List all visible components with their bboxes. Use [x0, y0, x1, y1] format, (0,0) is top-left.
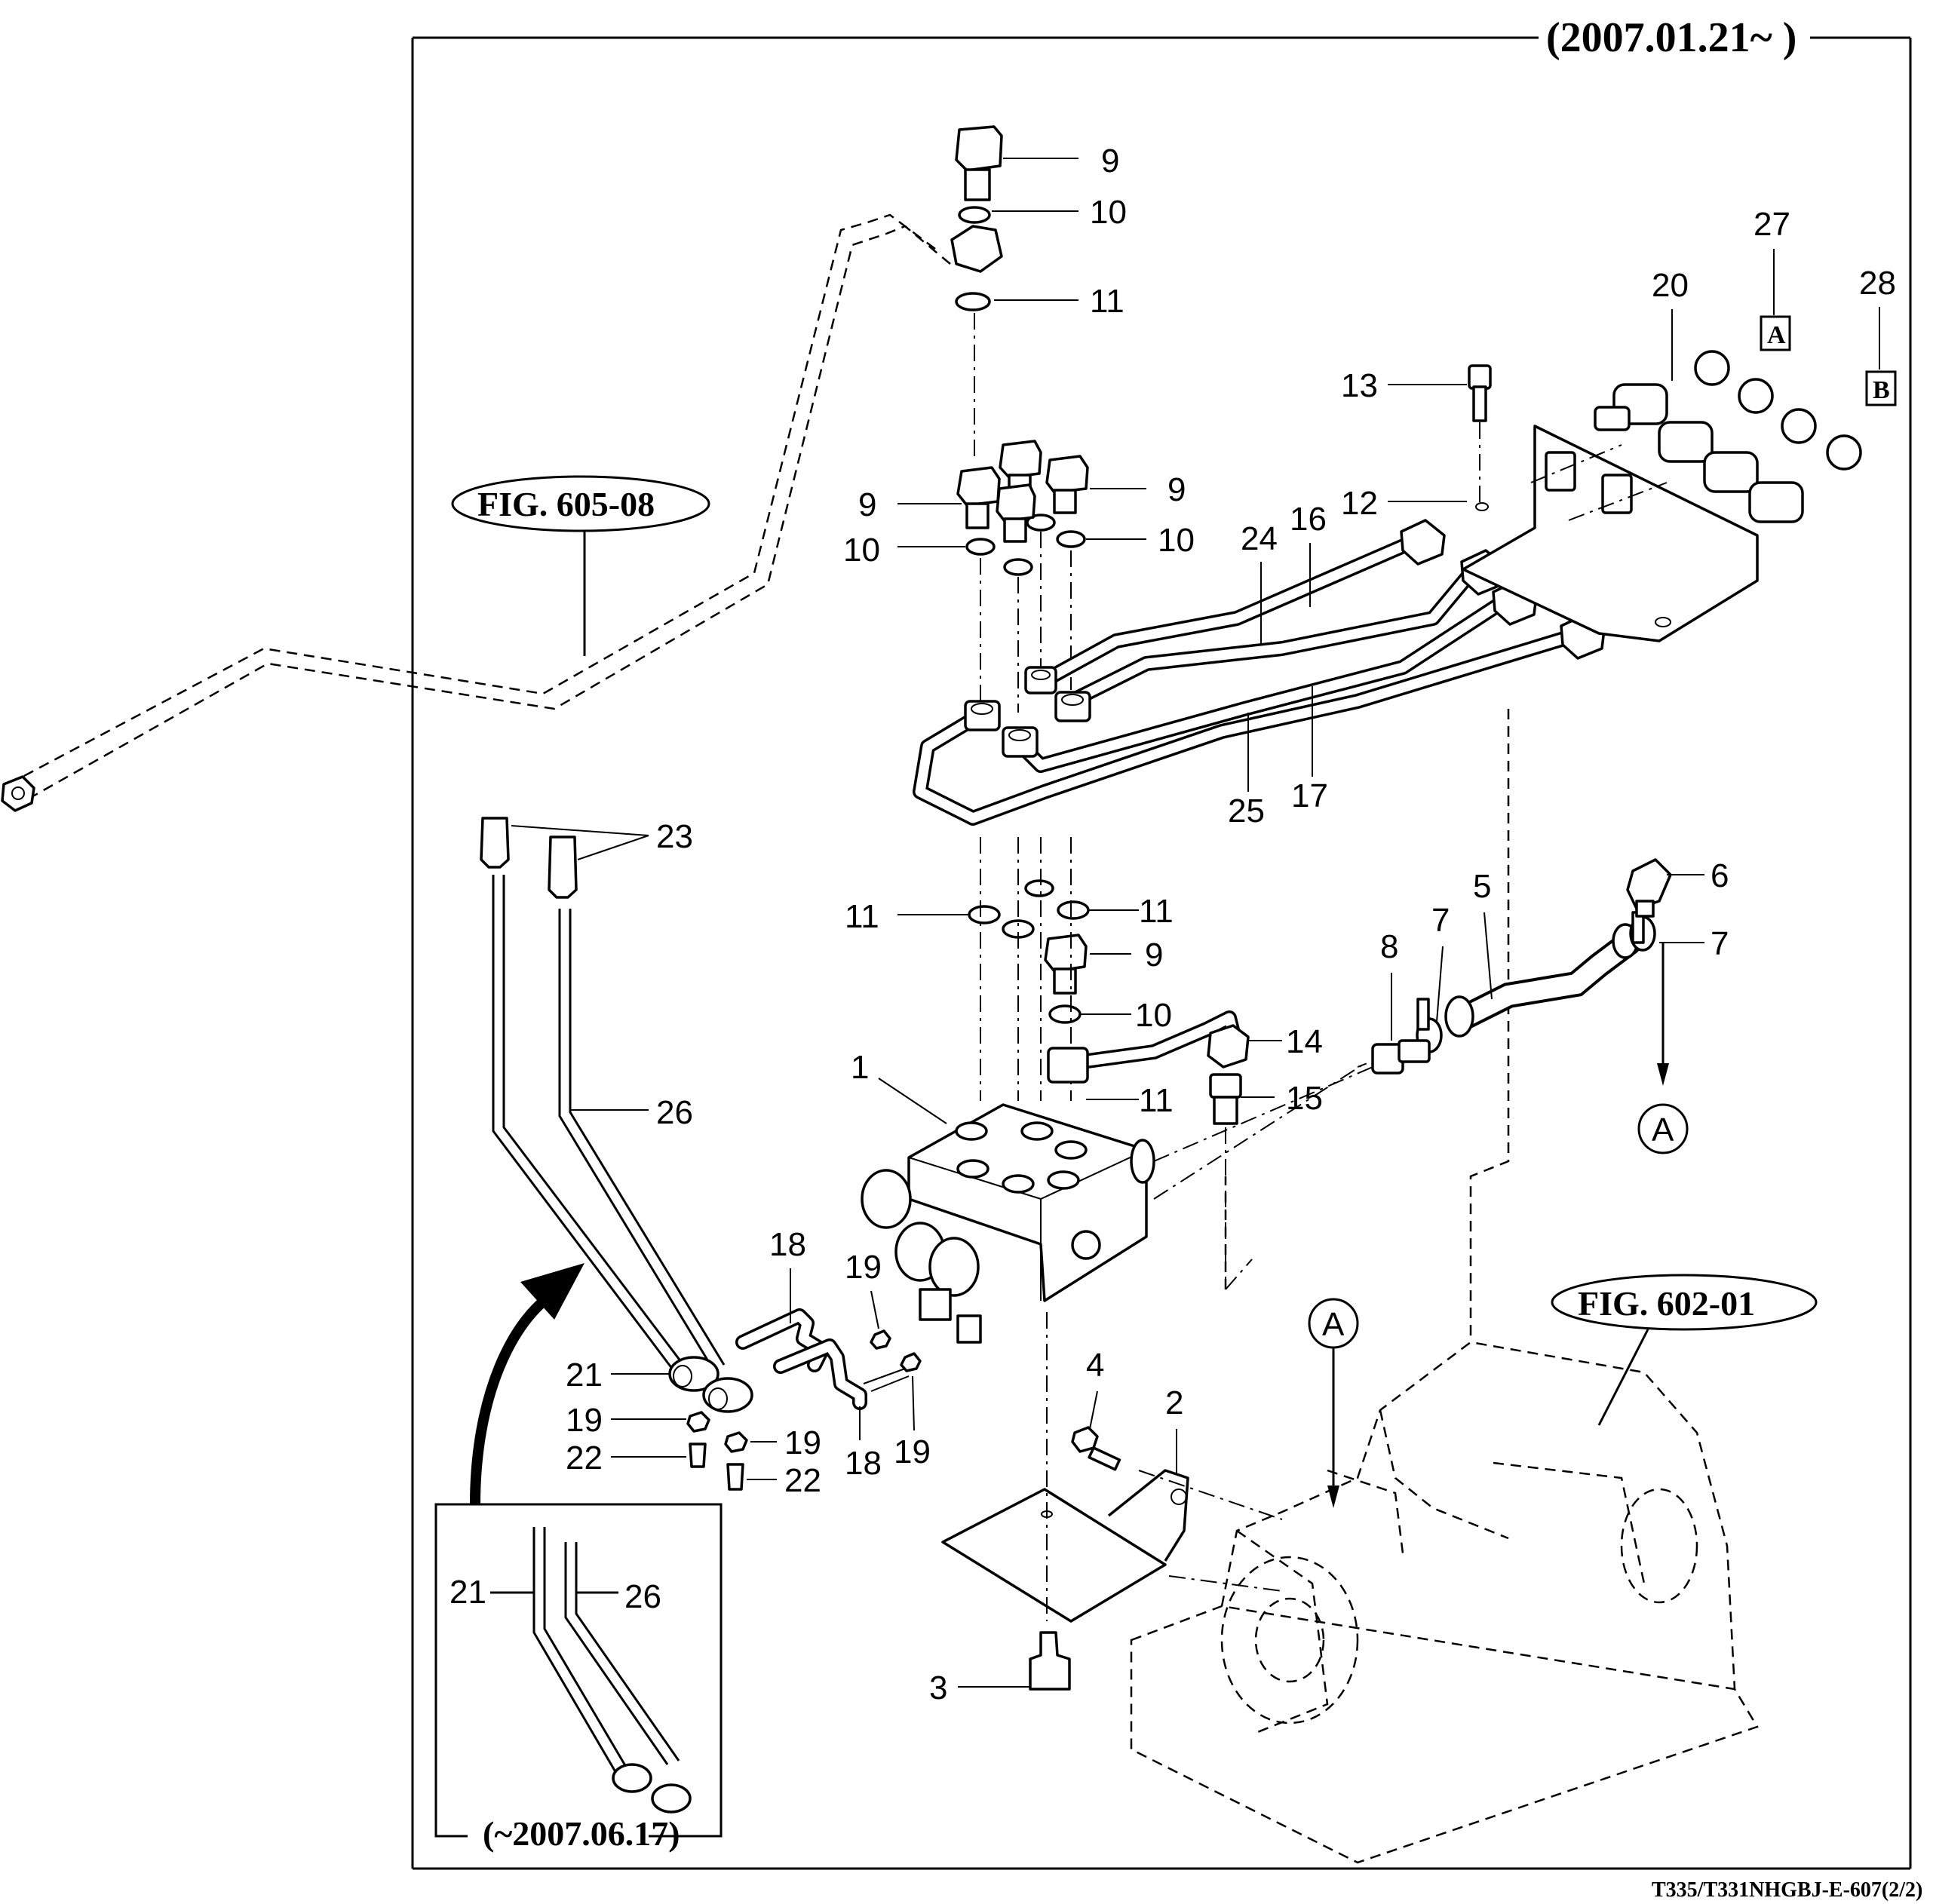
pipe-bundle	[913, 519, 1606, 826]
callout-6: 6	[1711, 857, 1729, 894]
callout-19a: 19	[845, 1249, 882, 1286]
callout-2: 2	[1165, 1384, 1183, 1421]
svg-text:B: B	[1873, 376, 1890, 404]
callout-12: 12	[1341, 485, 1378, 522]
callout-10c: 10	[1158, 522, 1195, 559]
connection-point-a-lower: A	[1308, 1298, 1359, 1508]
adapter-8	[1371, 1039, 1431, 1075]
svg-text:(~2007.06.17): (~2007.06.17)	[483, 1814, 680, 1853]
mounting-bracket	[941, 1312, 1283, 1691]
svg-text:21: 21	[449, 1574, 486, 1611]
fitting-15	[1209, 1073, 1242, 1125]
callout-9b: 9	[858, 486, 876, 523]
callout-25: 25	[1228, 793, 1265, 829]
callout-8: 8	[1380, 928, 1398, 965]
external-pipe-outline	[1, 213, 951, 812]
callout-24: 24	[1241, 520, 1278, 557]
callout-14: 14	[1286, 1023, 1323, 1060]
callout-7b: 7	[1711, 925, 1729, 962]
callout-19d: 19	[894, 1433, 931, 1470]
callout-16: 16	[1290, 501, 1327, 538]
callout-22b: 22	[784, 1462, 821, 1499]
callout-17: 17	[1291, 777, 1328, 814]
callout-19c: 19	[784, 1424, 821, 1461]
pipe-14	[1047, 1010, 1250, 1289]
svg-text:A: A	[1652, 1111, 1674, 1148]
upper-banjo-bolts	[956, 440, 1089, 713]
callout-4: 4	[1086, 1347, 1104, 1384]
callout-1: 1	[851, 1049, 869, 1086]
callout-10b: 10	[843, 532, 880, 569]
callout-19b: 19	[566, 1402, 603, 1439]
lower-seals	[968, 837, 1090, 1101]
svg-text:FIG. 605-08: FIG. 605-08	[477, 485, 655, 523]
callout-11b: 11	[845, 898, 879, 935]
callout-3: 3	[929, 1669, 947, 1706]
callout-11c: 11	[1139, 893, 1174, 930]
figure-ref-602-01[interactable]: FIG. 602-01	[1551, 1274, 1818, 1426]
callout-28: 28	[1859, 265, 1896, 302]
callout-9a: 9	[1101, 143, 1119, 179]
callout-15: 15	[1286, 1080, 1323, 1117]
drawing-frame	[411, 36, 1912, 1870]
callout-9c: 9	[1167, 471, 1186, 508]
callout-18b: 18	[845, 1445, 882, 1482]
callout-9d: 9	[1145, 937, 1163, 973]
callouts: 9 10 11 9 10 9 10 13 12 20 27 28 24 16 2…	[511, 143, 1896, 1706]
drawing-code: T335/T331NHGBJ-E-607(2/2)	[1652, 1878, 1922, 1902]
callout-18a: 18	[769, 1226, 806, 1263]
callout-10d: 10	[1135, 997, 1172, 1034]
coupler-bracket	[1462, 350, 1862, 642]
inset-old-version: 21 26 (~2007.06.17)	[434, 1503, 723, 1855]
connector-label-b: B	[1865, 370, 1897, 406]
callout-7a: 7	[1431, 902, 1450, 939]
links-18	[735, 1308, 922, 1410]
callout-5: 5	[1473, 868, 1491, 905]
quick-couplers	[1545, 350, 1862, 523]
control-valve-block	[861, 1103, 1155, 1344]
callout-22a: 22	[566, 1439, 603, 1476]
svg-text:26: 26	[624, 1578, 661, 1615]
figure-ref-605-08[interactable]: FIG. 605-08	[451, 475, 710, 656]
callout-13: 13	[1341, 367, 1378, 404]
hose-assembly: A	[1153, 858, 1689, 1162]
valve-spools	[861, 1169, 982, 1344]
callout-11a: 11	[1090, 283, 1125, 320]
callout-20: 20	[1652, 267, 1689, 304]
connector-label-a: A	[1760, 315, 1791, 351]
callout-26: 26	[656, 1094, 693, 1131]
callout-27: 27	[1754, 206, 1790, 243]
callout-11d: 11	[1139, 1082, 1174, 1119]
curved-arrow	[470, 1263, 585, 1505]
date-range-header: (2007.01.21~ )	[1546, 14, 1796, 61]
lever-assembly	[480, 817, 753, 1491]
callout-21: 21	[566, 1357, 603, 1394]
pipe-end-nut	[1, 775, 35, 812]
callout-23: 23	[656, 818, 693, 855]
top-banjo-bolt	[950, 125, 1003, 460]
transmission-housing	[1130, 709, 1759, 1864]
svg-text:A: A	[1767, 321, 1786, 349]
callout-10a: 10	[1090, 194, 1127, 231]
svg-text:A: A	[1322, 1306, 1345, 1343]
svg-text:FIG. 602-01: FIG. 602-01	[1578, 1284, 1755, 1323]
